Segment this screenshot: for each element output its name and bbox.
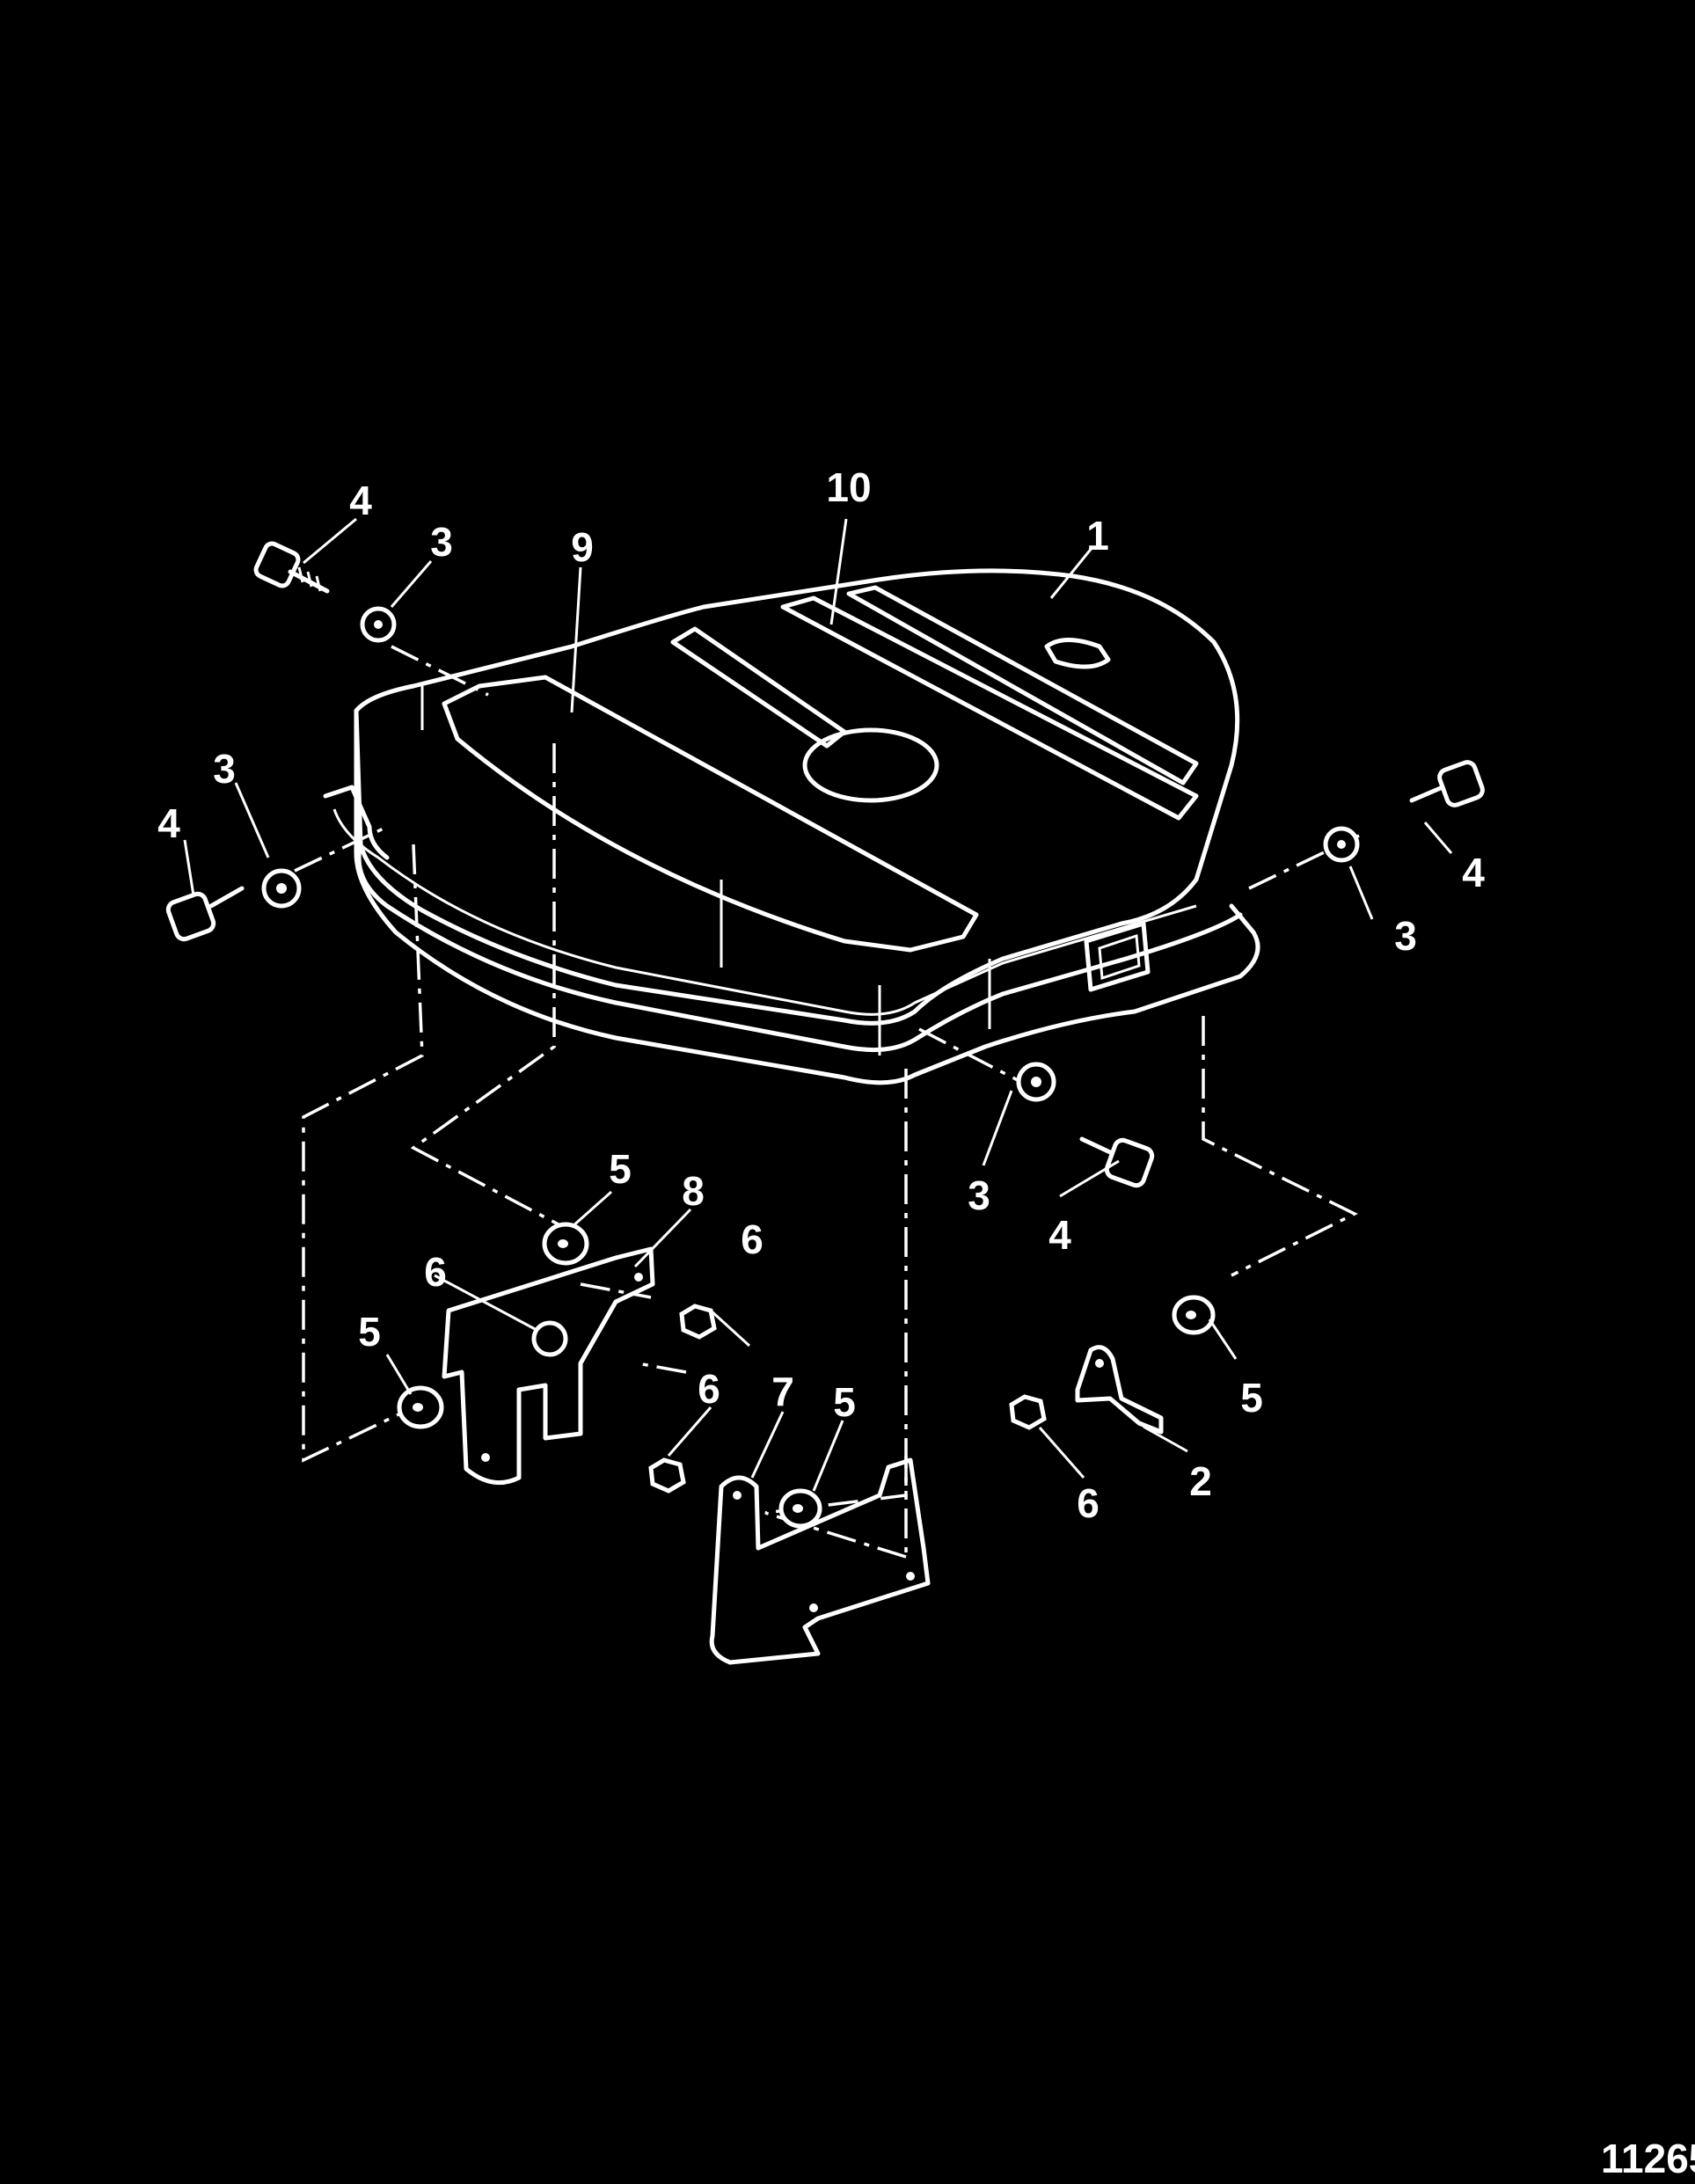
- callout-6-upper-left: 6: [424, 1249, 447, 1295]
- bracket-8: [442, 1246, 655, 1486]
- nut-left-of-bracket-7: [648, 1457, 686, 1494]
- grommet-lower: [778, 1488, 822, 1529]
- callout-7: 7: [771, 1369, 794, 1414]
- nut-left-of-bracket-2: [1009, 1394, 1047, 1430]
- bracket-2: [1075, 1345, 1164, 1435]
- washer-upper-left: [360, 606, 397, 643]
- nut-bracket-8-center: [531, 1320, 568, 1357]
- callout-4-left: 4: [157, 800, 180, 846]
- washer-left: [261, 868, 302, 909]
- screw-left: [165, 886, 245, 942]
- callout-6-lower-right: 6: [1077, 1480, 1100, 1526]
- callout-4-upper-left: 4: [349, 478, 372, 523]
- callout-5-right: 5: [1240, 1375, 1263, 1421]
- callout-5-left: 5: [358, 1309, 381, 1355]
- callout-3-right: 3: [1394, 913, 1417, 959]
- washer-lower-right: [1016, 1062, 1056, 1102]
- leader-lines: [183, 517, 1453, 1492]
- washer-right: [1323, 826, 1360, 863]
- figure-number: 11265: [1601, 2136, 1695, 2181]
- callout-5-lower: 5: [833, 1379, 856, 1425]
- callout-4-lower: 4: [1048, 1212, 1071, 1258]
- nut-right-of-bracket-8: [679, 1304, 717, 1340]
- callout-6-middle: 6: [698, 1366, 720, 1412]
- screw-upper-left: [253, 541, 330, 594]
- grommet-left: [397, 1385, 444, 1429]
- screw-right: [1409, 760, 1485, 807]
- grommet-right: [1172, 1295, 1216, 1335]
- alignment-lines: [294, 645, 1360, 1559]
- grommet-upper: [542, 1222, 589, 1266]
- callout-labels: 1 10 9 4 3 3 4 4 3 3 4 5 8 6 6 5 6 7 5 5…: [157, 464, 1485, 1526]
- callout-1: 1: [1086, 513, 1109, 559]
- callout-3-upper-left: 3: [430, 519, 453, 565]
- screw-lower-right: [1079, 1136, 1155, 1188]
- cover-assembly: [323, 568, 1260, 1085]
- callout-9: 9: [571, 524, 594, 570]
- callout-3-left: 3: [213, 746, 236, 792]
- callout-5-upper: 5: [609, 1146, 632, 1192]
- callout-2: 2: [1189, 1458, 1212, 1504]
- callout-4-right: 4: [1462, 850, 1485, 895]
- bracket-7: [709, 1457, 931, 1665]
- callout-10: 10: [826, 464, 871, 510]
- callout-6-upper-right: 6: [741, 1216, 763, 1262]
- callout-3-lower: 3: [968, 1172, 990, 1218]
- callout-8: 8: [682, 1168, 705, 1214]
